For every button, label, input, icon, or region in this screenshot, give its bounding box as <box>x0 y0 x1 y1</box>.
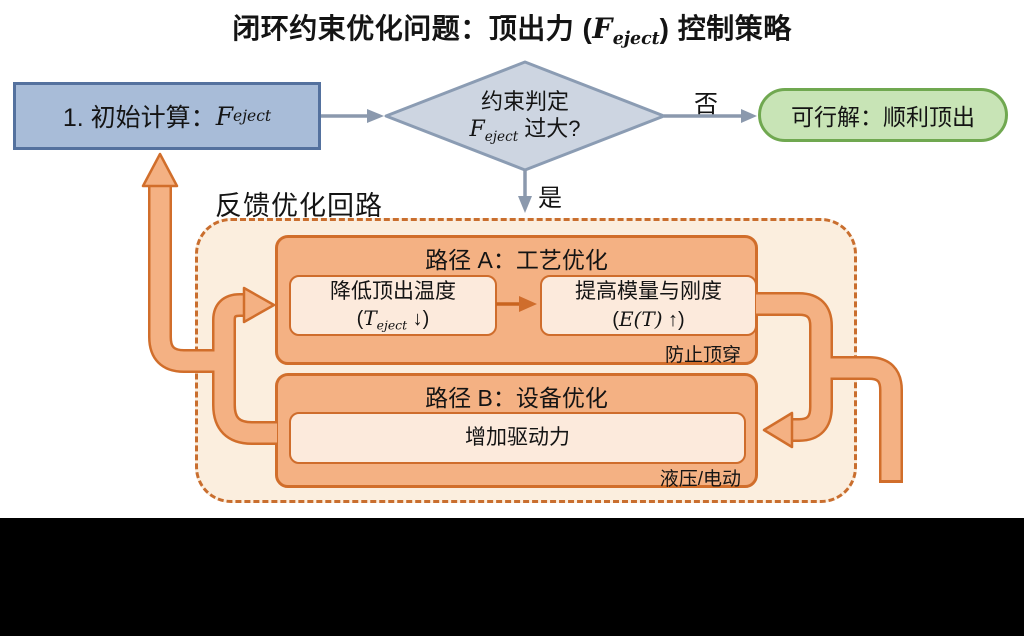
path-a-step1-formula: (Teject ↓) <box>356 305 430 333</box>
path-a-step2-formula: (E(T) ↑) <box>612 306 685 331</box>
arrow-up-icon <box>141 152 179 188</box>
path-b-note: 液压/电动 <box>659 469 741 490</box>
path-a-step2-label: 提高模量与刚度 <box>575 280 722 304</box>
title-text-suffix: ) 控制策略 <box>659 13 792 44</box>
letterbox-bar <box>0 518 1024 636</box>
page-title: 闭环约束优化问题：顶出力 (Feject) 控制策略 <box>0 7 1024 49</box>
path-a-box: 路径 A：工艺优化 降低顶出温度 (Teject ↓) 提高模量与刚度 (E(T… <box>275 235 758 366</box>
path-b-header: 路径 B：设备优化 <box>425 385 608 411</box>
title-text: 闭环约束优化问题：顶出力 ( <box>232 13 593 44</box>
path-a-step1-box: 降低顶出温度 (Teject ↓) <box>289 275 497 336</box>
feedback-loop-label: 反馈优化回路 <box>215 191 383 221</box>
path-a-note: 防止顶穿 <box>664 345 741 366</box>
path-a-step2-box: 提高模量与刚度 (E(T) ↑) <box>540 275 757 336</box>
decision-node-text: 约束判定 Feject 过大? <box>415 78 635 156</box>
initial-calculation-math-sub: eject <box>233 107 272 125</box>
path-b-step1-label: 增加驱动力 <box>465 426 570 450</box>
title-math-sub: eject <box>612 29 660 50</box>
arrow-right-icon <box>367 109 384 123</box>
branch-label-no: 否 <box>694 91 718 118</box>
path-b-box: 路径 B：设备优化 增加驱动力 液压/电动 <box>275 373 758 490</box>
arrow-right-icon <box>741 109 757 123</box>
arrow-down-icon <box>518 196 532 213</box>
path-a-header: 路径 A：工艺优化 <box>425 247 608 273</box>
feasible-solution-label: 可行解：顺利顶出 <box>791 104 975 130</box>
decision-line1: 约束判定 <box>480 88 569 114</box>
path-b-step1-box: 增加驱动力 <box>289 412 746 464</box>
title-math: F <box>592 12 613 45</box>
diagram-canvas: 闭环约束优化问题：顶出力 (Feject) 控制策略 反馈优化回路 路径 A：工… <box>0 0 1024 518</box>
feasible-solution-node: 可行解：顺利顶出 <box>758 88 1008 142</box>
initial-calculation-math: F <box>215 101 234 131</box>
branch-label-yes: 是 <box>538 185 562 212</box>
initial-calculation-label: 1. 初始计算： <box>62 104 216 132</box>
decision-line2: Feject 过大? <box>469 116 581 146</box>
path-a-step1-label: 降低顶出温度 <box>330 279 456 303</box>
